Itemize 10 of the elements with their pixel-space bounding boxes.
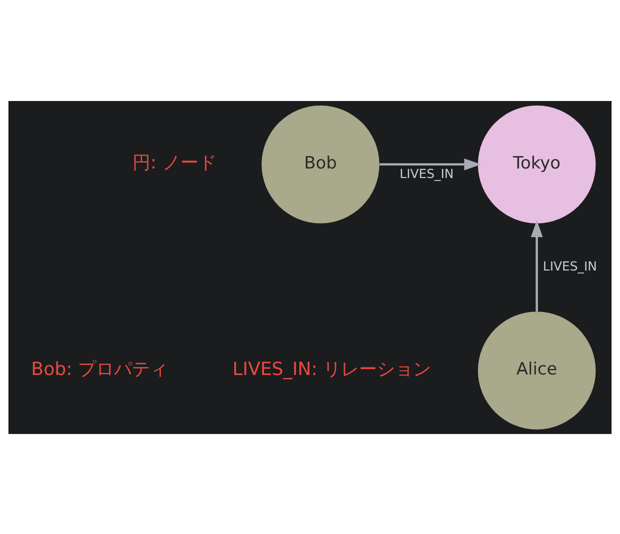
arrow <box>530 220 543 312</box>
node-circle: Tokyo <box>478 105 596 223</box>
arrow <box>380 158 482 170</box>
node-circle: Bob <box>262 105 380 223</box>
label: Bob: プロパティ <box>31 358 168 380</box>
edge-label: LIVES_IN <box>542 258 597 274</box>
node-circle: Alice <box>478 311 596 429</box>
label: 円: ノード <box>132 152 216 174</box>
label: LIVES_IN: リレーション <box>232 358 432 380</box>
edge-label: LIVES_IN <box>400 165 454 180</box>
